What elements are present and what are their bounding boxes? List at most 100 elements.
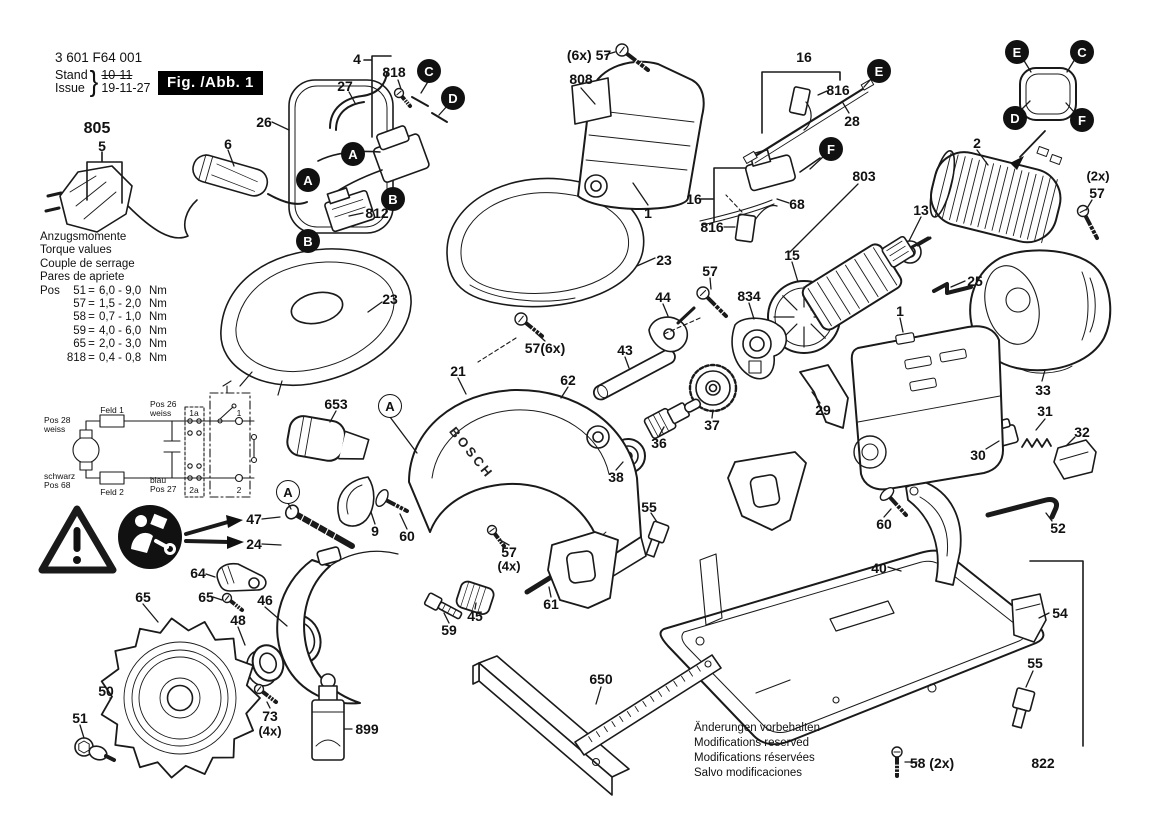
lead-wire	[267, 193, 308, 205]
torque-range: 1,5 - 2,0	[99, 298, 142, 311]
stand-label: Stand	[55, 67, 88, 82]
clamp-lever	[216, 562, 267, 592]
cover-wedge	[1053, 439, 1097, 480]
torque-equals: =	[88, 338, 95, 351]
read-manual-icon	[118, 505, 182, 569]
torque-pos-prefix	[40, 352, 64, 365]
torque-title: Anzugsmomente	[40, 231, 127, 243]
torque-title: Pares de apriete	[40, 271, 125, 284]
label-plate	[571, 77, 612, 125]
torque-range: 2,0 - 3,0	[99, 338, 142, 351]
torque-pos-prefix: Pos	[40, 284, 60, 297]
torque-row: Pos 51= 6,0 - 9,0 Nm	[40, 285, 167, 298]
torque-pos-prefix	[40, 298, 64, 311]
figure-label: Fig. /Abb. 1	[158, 71, 263, 95]
torque-unit: Nm	[149, 338, 167, 351]
torque-title: Couple de serrage	[40, 257, 135, 270]
wiring-schematic	[72, 380, 258, 498]
note-line: Modifications réservées	[694, 752, 815, 764]
torque-unit: Nm	[149, 351, 167, 364]
torque-unit: Nm	[149, 324, 167, 337]
bevel-quadrant	[905, 480, 962, 586]
base-plate	[659, 549, 1045, 746]
torque-unit: Nm	[149, 311, 167, 324]
note-line: Änderungen vorbehalten	[694, 722, 820, 734]
stand-value: 10-11	[101, 67, 133, 82]
wing-bolt-right	[1011, 687, 1036, 729]
torque-range: 0,4 - 0,8	[99, 351, 142, 364]
cord-sleeve	[192, 154, 269, 197]
spindle	[643, 398, 702, 440]
torque-row: 65= 2,0 - 3,0 Nm	[40, 338, 167, 351]
long-screw	[284, 504, 355, 549]
blade-bolt	[74, 737, 116, 762]
torque-equals: =	[88, 284, 95, 297]
wire-27	[329, 71, 388, 131]
torque-pos: 59	[73, 324, 86, 337]
motor-housing-right	[850, 325, 1004, 491]
torque-row: 59= 4,0 - 6,0 Nm	[40, 325, 167, 338]
stator-lamination-diagram	[1010, 67, 1077, 170]
note-line: Modifications reserved	[694, 737, 810, 749]
torque-equals: =	[88, 311, 95, 324]
support-bracket	[727, 451, 807, 531]
field-stator	[929, 145, 1063, 244]
depth-lever	[648, 306, 696, 353]
torque-title: Torque values	[40, 244, 112, 257]
armature	[757, 235, 930, 354]
torque-pos: 818	[66, 351, 86, 364]
gear	[688, 363, 738, 413]
torque-unit: Nm	[149, 284, 167, 297]
note-line: Salvo modificaciones	[694, 767, 803, 779]
motor-end-cap	[969, 249, 1112, 374]
lower-guard	[276, 546, 399, 705]
bearing-flange	[731, 317, 787, 380]
brush-parts	[699, 78, 875, 243]
handle-cover-right	[446, 177, 645, 308]
wing-bolt-left	[645, 520, 670, 558]
spring	[1021, 438, 1052, 448]
torque-range: 6,0 - 9,0	[99, 284, 142, 297]
warning-triangle-icon	[38, 505, 117, 574]
stand-issue-block: Stand Issue } 10-11 19-11-27	[55, 64, 151, 98]
knurled-roller	[455, 580, 495, 616]
torque-equals: =	[88, 298, 95, 311]
cover-54	[1011, 593, 1047, 643]
torque-equals: =	[88, 351, 95, 364]
release-lever	[799, 364, 849, 429]
torque-unit: Nm	[149, 298, 167, 311]
switch	[324, 187, 376, 233]
type-number: 3 601 F64 001	[55, 50, 143, 65]
torque-pos-prefix	[40, 338, 64, 351]
power-plug	[44, 165, 198, 239]
guide-rod	[592, 348, 676, 401]
rip-fence	[472, 654, 722, 796]
spring-clip	[932, 282, 973, 295]
issue-value: 19-11-27	[101, 80, 151, 95]
issue-label: Issue	[55, 80, 85, 95]
connector-block	[317, 96, 448, 197]
grease-tube	[311, 673, 345, 761]
torque-range: 4,0 - 6,0	[99, 324, 142, 337]
brace-glyph: }	[89, 64, 99, 98]
assembly-dashes	[477, 194, 743, 363]
cam-segment	[337, 476, 375, 527]
riving-knife-holder	[547, 531, 619, 609]
suppressor	[286, 415, 370, 462]
attention-arrows	[184, 515, 244, 549]
leader-brackets	[86, 55, 1084, 747]
torque-pos: 58	[73, 311, 86, 324]
torque-pos-prefix	[40, 311, 64, 324]
socket-screw	[423, 592, 463, 620]
torque-row: 818= 0,4 - 0,8 Nm	[40, 352, 167, 365]
torque-pos: 51	[73, 284, 86, 297]
torque-equals: =	[88, 324, 95, 337]
torque-pos: 65	[73, 338, 86, 351]
handle-cover-left	[220, 248, 412, 396]
